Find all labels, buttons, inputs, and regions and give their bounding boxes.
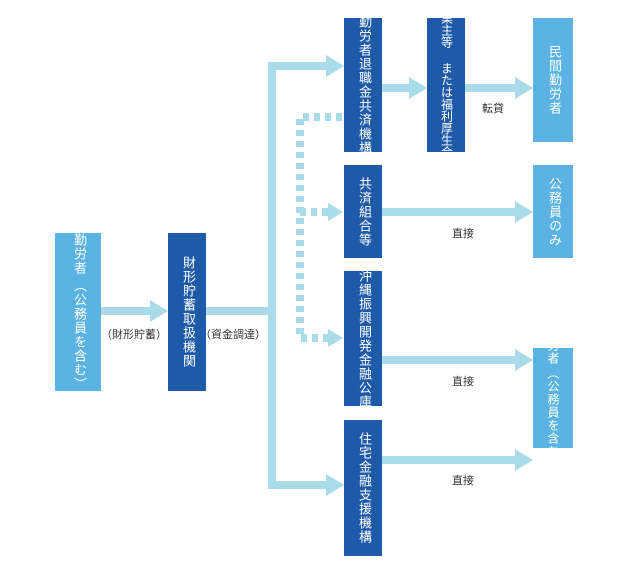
- node-employer-line1: 事業主等 または: [439, 0, 454, 98]
- node-employer-line2: 福利厚生会社: [439, 98, 454, 170]
- label-zaikei-chochiku: （財形貯蓄）: [101, 328, 167, 341]
- node-jutaku-label: 住宅金融支援機構: [356, 432, 371, 544]
- label-chokusetsu-3: 直接: [452, 474, 474, 487]
- node-private-worker: 民間勤労者: [533, 18, 573, 142]
- arrowhead-to-okinawa: [328, 329, 343, 347]
- node-kyosai-kumiai: 共済組合等: [344, 165, 382, 258]
- node-kyosai-kumiai-label: 共済組合等: [356, 176, 371, 247]
- arrowhead-to-kyosai: [328, 203, 343, 221]
- node-okinawa: 沖縄振興開発金融公庫: [344, 268, 382, 409]
- node-worker-title: 勤労者: [71, 233, 86, 275]
- node-public-servant-only-label: 公務員のみ: [546, 176, 561, 247]
- node-kinrosha-taishoku: 勤労者退職金共済機構: [344, 15, 382, 155]
- node-okinawa-label: 沖縄振興開発金融公庫: [356, 268, 371, 409]
- node-public-servant-only: 公務員のみ: [533, 165, 573, 258]
- label-chokusetsu-2: 直接: [452, 375, 474, 388]
- node-kinrosha-taishoku-label: 勤労者退職金共済機構: [356, 15, 371, 155]
- node-jutaku: 住宅金融支援機構: [344, 420, 382, 556]
- node-private-worker-label: 民間勤労者: [546, 45, 561, 115]
- label-shikin-chotatsu: （資金調達）: [200, 328, 266, 341]
- node-zaikei-institution: 財形貯蓄取扱機関: [168, 233, 206, 391]
- label-chokusetsu-1: 直接: [452, 227, 474, 240]
- node-worker-right-title: 勤労者: [546, 325, 560, 365]
- node-worker: 勤労者 （公務員を含む）: [55, 233, 101, 391]
- node-zaikei-institution-label: 財形貯蓄取扱機関: [180, 256, 195, 368]
- node-employer: 事業主等 または 福利厚生会社: [427, 0, 465, 170]
- node-worker-right-sub: （公務員を含む）: [546, 366, 560, 471]
- label-tentai: 転貸: [482, 102, 504, 115]
- node-worker-right: 勤労者 （公務員を含む）: [533, 326, 573, 471]
- node-worker-sub: （公務員を含む）: [71, 279, 86, 391]
- dotted-trunk: [296, 113, 342, 342]
